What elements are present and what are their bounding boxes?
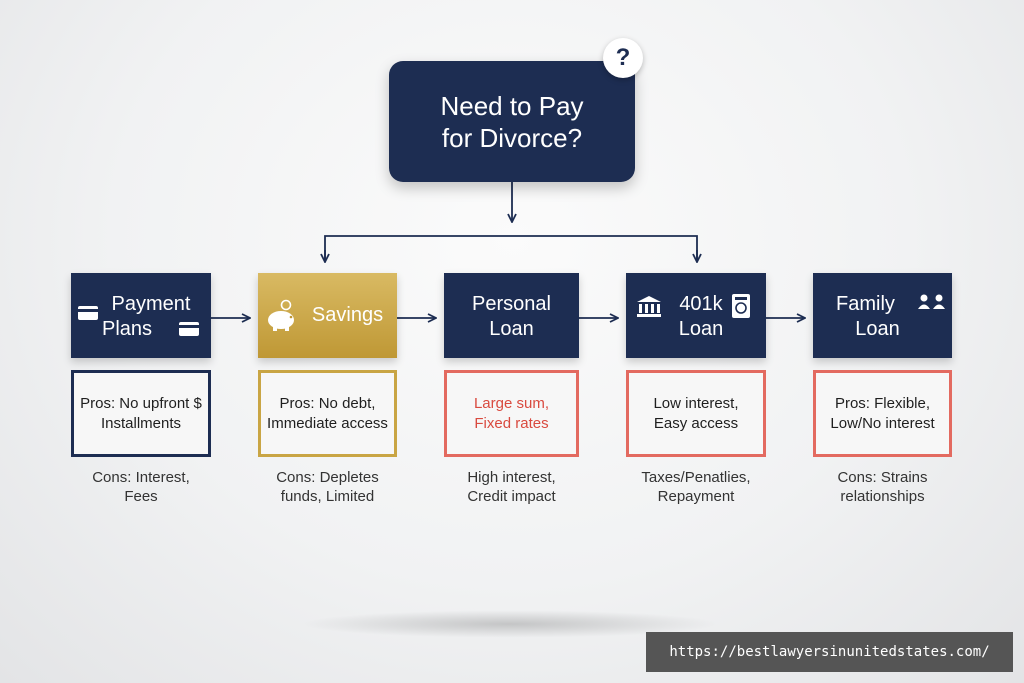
option-title-line1: Family [836, 293, 895, 315]
option-family-loan: Family Loan [813, 273, 952, 358]
pros-box-payment-plans: Pros: No upfront $ Installments [71, 370, 211, 457]
cons-line2: funds, Limited [280, 488, 375, 505]
pros-line2: Installments [100, 414, 182, 432]
pros-box-personal-loan: Large sum, Fixed rates [444, 370, 579, 457]
pros-box-401k-loan: Low interest, Easy access [626, 370, 766, 457]
credit-card-icon [179, 322, 199, 336]
option-title-line1: 401k [679, 293, 723, 315]
people-icon [918, 294, 945, 309]
cons-line1: Cons: Interest, [92, 469, 190, 486]
option-title-line1: Payment [111, 293, 191, 315]
option-401k-loan: 401k Loan [626, 273, 766, 358]
root-question-box: Need to Pay for Divorce? [389, 61, 635, 182]
cons-line1: High interest, [467, 469, 556, 486]
root-title-line1: Need to Pay [440, 90, 584, 121]
piggy-bank-icon [268, 299, 294, 331]
cons-line1: Cons: Depletes [276, 469, 379, 486]
document-dollar-icon [732, 294, 750, 318]
cons-401k-loan: Taxes/Penatlies, Repayment [626, 468, 766, 506]
cons-line2: Repayment [657, 488, 735, 505]
pros-line1: Low interest, [653, 394, 739, 412]
cons-savings: Cons: Depletes funds, Limited [258, 468, 397, 506]
pros-box-family-loan: Pros: Flexible, Low/No interest [813, 370, 952, 457]
pros-line2: Fixed rates [474, 414, 549, 432]
cons-family-loan: Cons: Strains relationships [813, 468, 952, 506]
cons-line2: Credit impact [467, 488, 556, 505]
cons-payment-plans: Cons: Interest, Fees [71, 468, 211, 506]
pros-line1: Pros: No debt, [279, 394, 376, 412]
cons-line2: relationships [840, 488, 925, 505]
option-personal-loan: Personal Loan [444, 273, 579, 358]
pros-line1: Large sum, [473, 394, 550, 412]
option-title-line2: Loan [678, 318, 724, 340]
pros-box-savings: Pros: No debt, Immediate access [258, 370, 397, 457]
option-title-line1: Savings [311, 304, 384, 326]
bank-icon [637, 296, 661, 317]
watermark-url: https://bestlawyersinunitedstates.com/ [646, 632, 1013, 672]
cons-personal-loan: High interest, Credit impact [444, 468, 579, 506]
cons-line1: Cons: Strains [837, 469, 928, 486]
option-savings: Savings [258, 273, 397, 358]
option-title-line2: Loan [855, 318, 900, 340]
option-title-line1: Personal [472, 293, 551, 315]
credit-card-icon [78, 306, 98, 320]
cons-line1: Taxes/Penatlies, [641, 469, 751, 486]
option-payment-plans: Payment Plans [71, 273, 211, 358]
option-title-line2: Loan [489, 318, 534, 340]
option-title-line2: Plans [101, 318, 153, 340]
pros-line1: Pros: Flexible, [834, 394, 931, 412]
question-badge: ? [603, 38, 643, 78]
pros-line2: Easy access [653, 414, 739, 432]
pros-line2: Low/No interest [830, 414, 935, 432]
cons-line2: Fees [124, 488, 158, 505]
pros-line1: Pros: No upfront $ [80, 394, 202, 412]
root-title-line2: for Divorce? [441, 122, 583, 153]
pros-line2: Immediate access [267, 414, 388, 432]
branch-line [324, 235, 698, 262]
